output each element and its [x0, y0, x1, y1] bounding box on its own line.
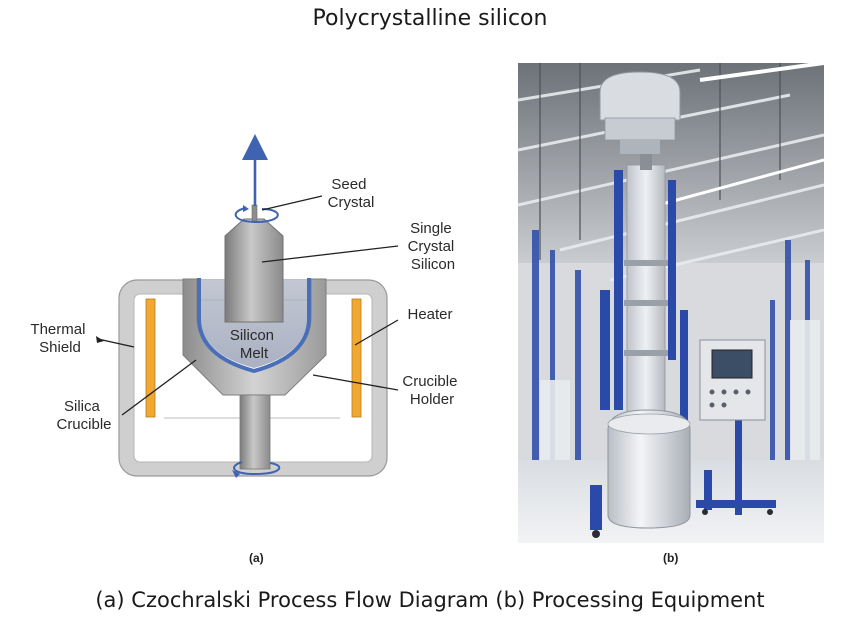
rotation-arrow-top	[234, 207, 279, 224]
heater-left	[145, 298, 156, 418]
label-crucible-holder: Crucible Holder	[402, 373, 461, 408]
label-silica-crucible: Silica Crucible	[56, 398, 111, 433]
rotation-arrow-bottom	[233, 461, 281, 476]
label-thermal-shield: Thermal Shield	[30, 321, 89, 356]
panel-b-label: (b)	[663, 551, 679, 565]
label-single-crystal-silicon: Single Crystal Silicon	[408, 220, 459, 273]
panel-a-label: (a)	[249, 551, 264, 565]
silica-crucible	[197, 278, 311, 374]
page-title: Polycrystalline silicon	[312, 6, 548, 31]
panel-a-diagram: Seed Crystal Single Crystal Silicon Heat…	[30, 134, 461, 478]
label-seed-crystal: Seed Crystal	[328, 176, 375, 211]
single-crystal-ingot	[224, 218, 284, 323]
figure-caption: (a) Czochralski Process Flow Diagram (b)…	[95, 588, 765, 612]
seed-crystal	[251, 204, 258, 222]
holder-shaft	[239, 394, 271, 470]
label-silicon-melt: Silicon Melt	[230, 327, 278, 362]
heater-right	[351, 298, 362, 418]
equipment-photo	[518, 63, 824, 543]
label-heater: Heater	[407, 306, 452, 323]
